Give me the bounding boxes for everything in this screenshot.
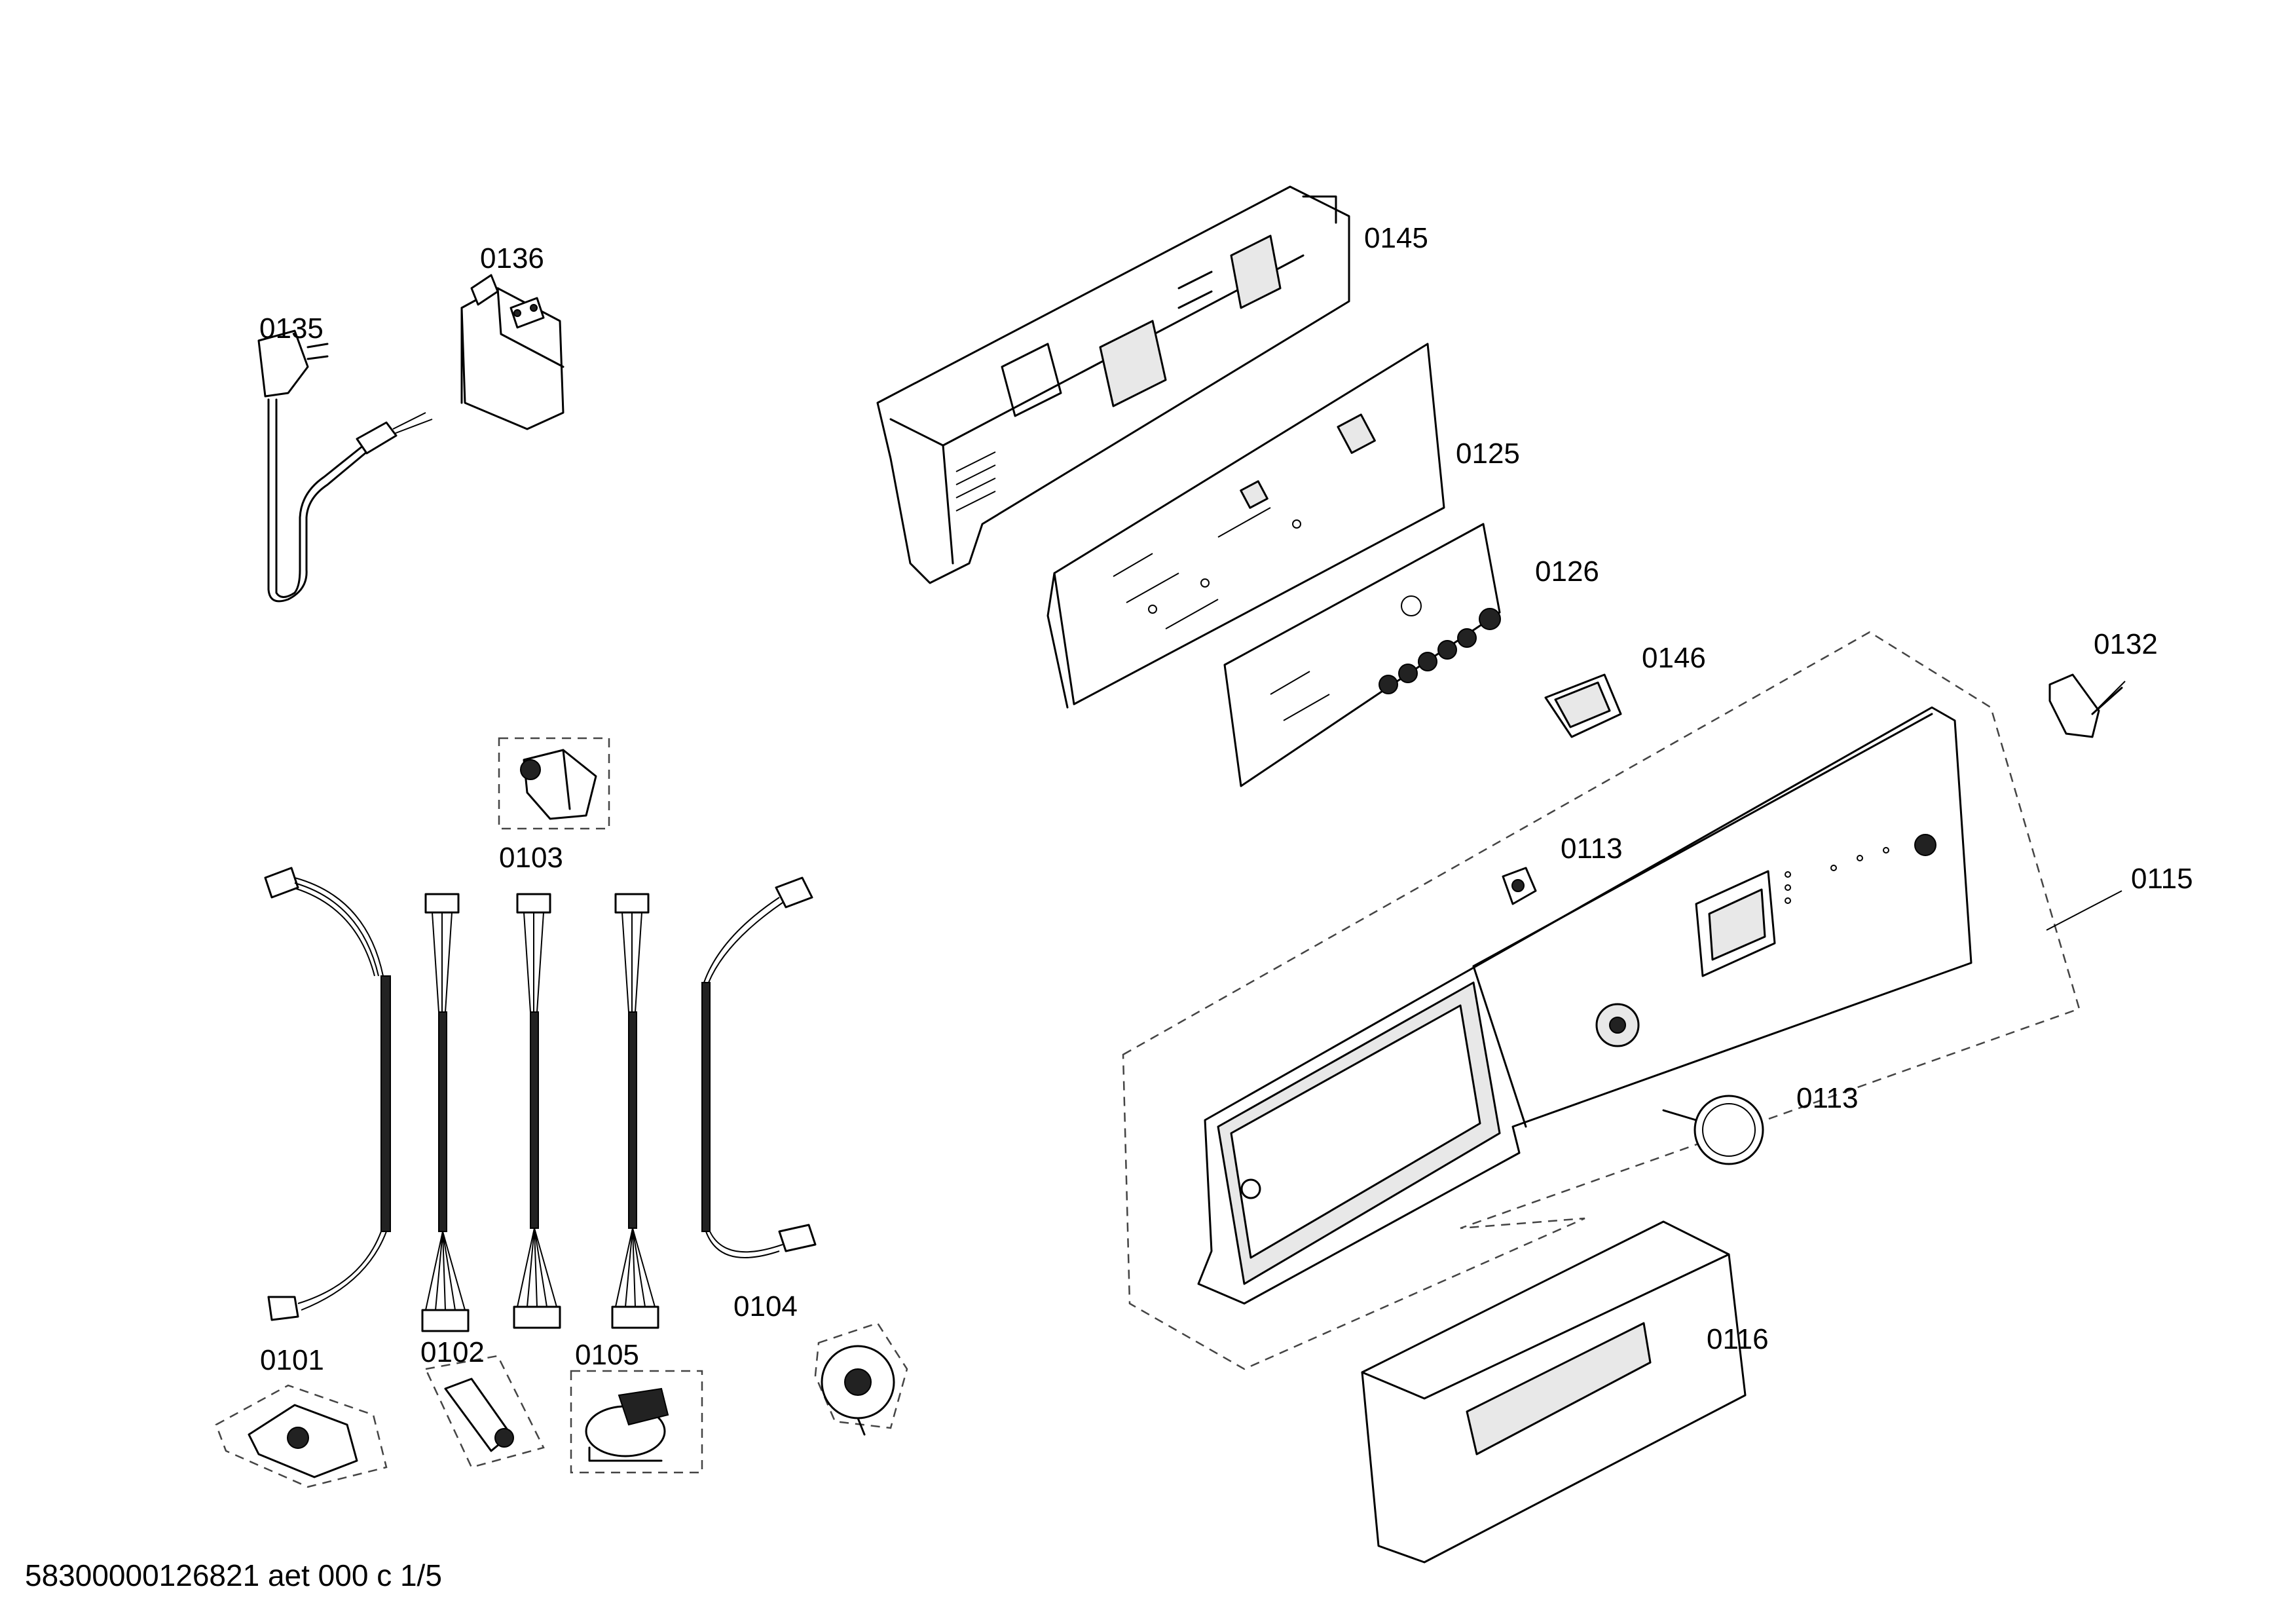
wiring-harnesses: [264, 867, 817, 1332]
power-cord-part: [257, 329, 433, 603]
motor-0104-part: [814, 1322, 908, 1436]
electronics-housing-part: [876, 185, 1350, 584]
label-0101: 0101: [260, 1344, 324, 1376]
label-0103: 0103: [499, 842, 563, 874]
display-pcb-part: [1223, 523, 1501, 787]
knob-0113-lower-part: [1662, 1095, 1764, 1165]
label-0105: 0105: [575, 1339, 639, 1371]
sensor-0103-part: [498, 737, 610, 830]
label-0135: 0135: [259, 312, 324, 345]
label-0113-upper: 0113: [1561, 833, 1623, 865]
fascia-boundary-dashed: [1122, 631, 2081, 1370]
label-0125: 0125: [1456, 438, 1520, 470]
label-0113-lower: 0113: [1796, 1082, 1859, 1114]
display-window-part: [1544, 673, 1622, 738]
label-0126: 0126: [1535, 555, 1599, 588]
drawing-reference-footer: 58300000126821 aet 000 c 1/5: [25, 1558, 442, 1592]
interference-filter-part: [460, 274, 565, 430]
label-0115: 0115: [2131, 863, 2193, 895]
main-pcb-part: [1046, 343, 1445, 709]
label-0132: 0132: [2094, 628, 2158, 660]
knob-0113-upper-part: [1502, 867, 1537, 905]
label-0146: 0146: [1642, 642, 1706, 674]
leader-lines: [2046, 681, 2126, 931]
switch-knobs: [1379, 608, 1501, 694]
label-0136: 0136: [480, 242, 544, 274]
clip-part: [2048, 673, 2123, 738]
label-0116: 0116: [1707, 1323, 1769, 1355]
label-0145: 0145: [1364, 222, 1428, 254]
pressure-switch-0102-part: [424, 1355, 545, 1469]
label-0104: 0104: [733, 1290, 798, 1323]
label-0102: 0102: [420, 1336, 485, 1368]
fascia-panel-part: [1197, 706, 1972, 1305]
program-selector-0105-part: [570, 1370, 703, 1474]
drawer-front-0116-part: [1361, 1220, 1747, 1564]
door-lock-0101-part: [215, 1384, 388, 1488]
